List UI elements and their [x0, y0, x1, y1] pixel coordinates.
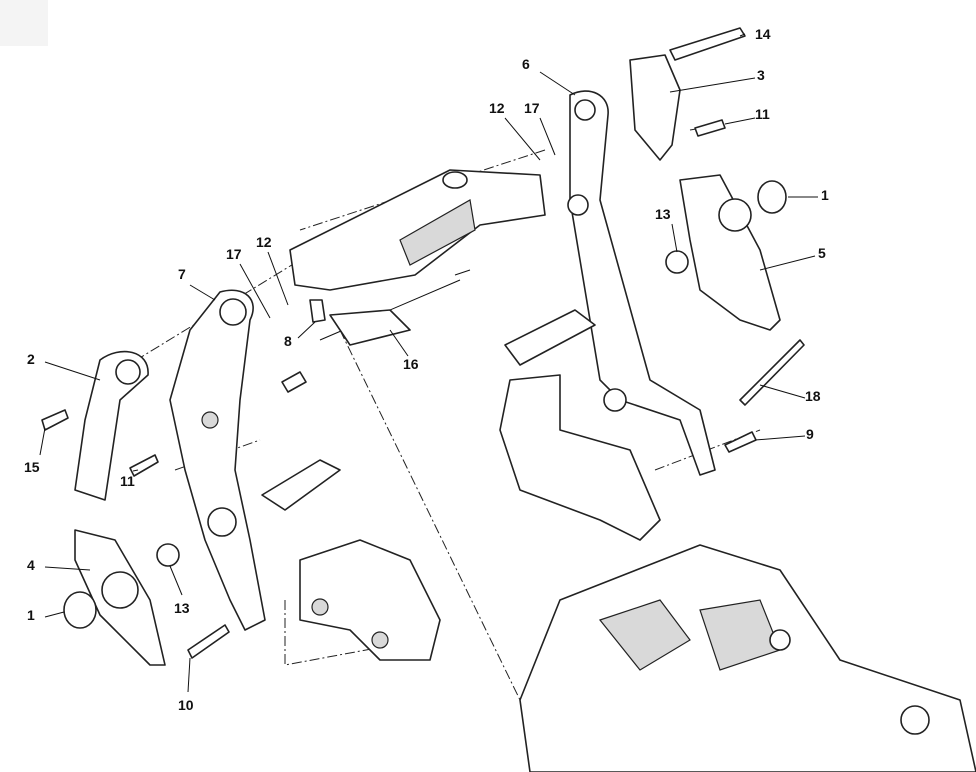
bolt-8	[309, 299, 326, 323]
leader-lines	[39, 33, 818, 693]
callout-11-left: 11	[120, 473, 135, 489]
bolt-10	[187, 624, 230, 659]
callout-7: 7	[178, 266, 186, 282]
callout-15: 15	[24, 459, 40, 475]
pin-18	[739, 339, 805, 406]
callout-12-right: 12	[489, 100, 505, 116]
heel-plate-5	[679, 174, 781, 331]
callout-2: 2	[27, 351, 35, 367]
callout-16: 16	[403, 356, 419, 372]
bolt-15	[41, 409, 69, 431]
bushing-13-left	[156, 543, 180, 567]
callout-13-left: 13	[174, 600, 190, 616]
callout-14: 14	[755, 26, 771, 42]
center-bracket-part	[299, 539, 441, 661]
callout-6: 6	[522, 56, 530, 72]
corner-block	[0, 0, 48, 46]
pedal-bracket-right	[499, 374, 661, 541]
bolt-14	[669, 27, 746, 61]
callout-12-left: 12	[256, 234, 272, 250]
upper-frame-part	[289, 169, 546, 291]
callout-1-left: 1	[27, 607, 35, 623]
ring-1-left	[63, 591, 97, 629]
pin-right	[504, 309, 596, 366]
callout-11-right: 11	[755, 106, 770, 122]
pin-left	[261, 459, 341, 511]
callout-5: 5	[818, 245, 826, 261]
plate-3	[629, 54, 681, 161]
rod-bracket-16	[329, 309, 411, 346]
callout-8: 8	[284, 333, 292, 349]
bushing-13-right	[665, 250, 689, 274]
callout-3: 3	[757, 67, 765, 83]
callout-10: 10	[178, 697, 194, 713]
spacer-left	[281, 371, 307, 393]
callout-17-right: 17	[524, 100, 540, 116]
callout-1-right: 1	[821, 187, 829, 203]
heel-guard-2	[74, 350, 149, 501]
callout-18: 18	[805, 388, 821, 404]
left-footpeg-bracket-7	[169, 289, 266, 631]
bolt-11-right	[694, 119, 726, 137]
callout-4: 4	[27, 557, 35, 573]
ring-1-right	[757, 180, 787, 214]
bolt-9	[724, 431, 757, 453]
callout-labels: 14 6 3 12 17 11 1 13 5 12 17 7 8 16 2 18…	[24, 26, 829, 713]
bolt-11-left	[129, 454, 159, 477]
callout-17-left: 17	[226, 246, 242, 262]
right-footpeg-bracket-6	[567, 90, 716, 476]
callout-13-right: 13	[655, 206, 671, 222]
engine-cylinder-head	[519, 544, 976, 772]
callout-9: 9	[806, 426, 814, 442]
